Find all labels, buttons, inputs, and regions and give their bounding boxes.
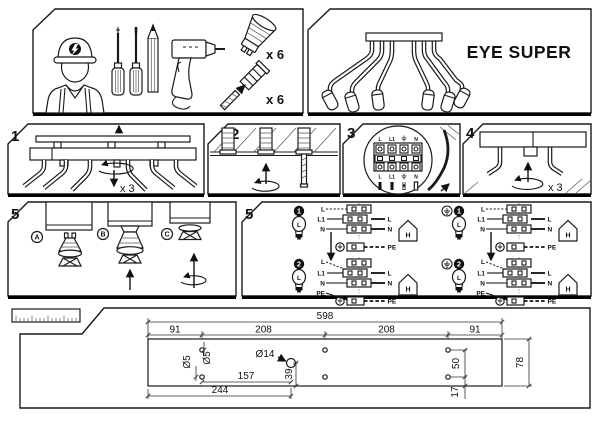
step-number: 5 [11,206,19,223]
dim-dia5-b: Ø5 [202,351,213,365]
wiring-group-switched [291,203,418,306]
panel-step-4: 4 x 3 [462,123,592,197]
earth-circle-icon [442,259,452,269]
anchor-right-with-screw [295,127,313,188]
plate-holes [199,347,451,380]
panel-kit-border [32,8,304,114]
rotate-arrow-icon [251,177,280,192]
step-3-drawing: L L1 N L L1 N [363,125,460,195]
step-1-drawing [22,124,198,192]
dim-91-left: 91 [169,325,181,336]
rotate-arrow-icon [180,271,207,286]
dim-39: 39 [284,368,295,380]
step-number: 3 [347,125,355,142]
dim-208-left: 208 [255,325,272,336]
bulb-step-b [116,225,144,290]
step-4-drawing [464,131,591,194]
step-number: 1 [11,128,19,145]
label-b: B [96,227,110,241]
label-a-letter: A [34,235,39,242]
earth-circle-icon [442,206,452,216]
rotate-arrow-icon [98,159,134,175]
screwdriver-flat-icon [129,27,143,96]
pencil-icon [147,23,159,93]
bulb-step-c [178,224,207,288]
panel-kit: x 6 x 6 [32,8,304,116]
panel-step-3: 3 L L1 N L L1 N [342,123,461,197]
drill-icon [171,39,225,110]
dim-total: 598 [317,311,334,322]
lightning-bolt-icon [71,44,79,55]
step-number: 4 [466,125,475,142]
spot-head-b [107,201,153,227]
dim-78: 78 [515,357,526,369]
step-2-drawing [210,127,338,192]
label-c: C [160,227,174,241]
panel-step-5a: 5 A B C [7,201,237,299]
step-badge-2 [453,258,465,270]
terminal-label-l1-top: L1 [389,137,395,143]
dim-17: 17 [450,386,461,398]
panel-step-2: 2 [207,123,341,197]
gu10-bulb-icon [240,13,277,57]
terminal-label-n-top: N [414,137,418,143]
dim-91-right: 91 [469,325,481,336]
dim-dia5-a: Ø5 [182,355,193,369]
label-b-letter: B [100,232,105,239]
mains-cable [427,129,450,192]
terminal-label-l-top: L [378,137,381,143]
anchor-left [219,127,237,155]
wall-plug-icon [219,59,271,111]
panel-step-5b: 5 [241,201,592,306]
step-number: 5 [245,206,253,223]
terminal-block: L L1 N L L1 N [373,135,423,191]
dim-157: 157 [238,371,255,382]
anchor-qty-label: x 6 [266,92,284,107]
dim-244: 244 [212,385,229,396]
spot-head-a [45,201,93,231]
panel-step-1: 1 x 3 [7,123,205,197]
product-title: EYE SUPER [467,42,572,62]
step-badge-1 [293,205,305,217]
installer-icon [45,37,105,114]
dimension-labels: 598 91 208 208 91 Ø5 Ø5 Ø14 157 244 39 5… [169,311,526,398]
dim-dia14: Ø14 [256,349,275,360]
terminal-label-l-bottom: L [378,175,381,181]
screwdriver-phillips-icon [111,27,125,96]
cable-arrow-icon [440,183,450,193]
step-badge-2 [293,258,305,270]
terminal-label-n-bottom: N [414,175,418,181]
screw-count-label: x 3 [120,183,135,195]
bulb-qty-label: x 6 [266,47,284,62]
dim-50: 50 [451,358,462,370]
fixture-drawing [321,32,471,113]
panel-dimensions: 598 91 208 208 91 Ø5 Ø5 Ø14 157 244 39 5… [11,307,591,409]
screw-count-label: x 3 [548,182,563,194]
terminal-label-l1-bottom: L1 [389,175,395,181]
dim-208-right: 208 [378,325,395,336]
anchor-middle [251,127,280,192]
dimension-lines [145,318,532,399]
label-c-letter: C [164,232,169,239]
step-badge-1 [453,205,465,217]
panel-product: EYE SUPER [307,8,592,116]
bulb-step-a [57,232,83,267]
ruler-icon [11,308,81,323]
label-a: A [30,230,44,244]
rotate-arrow-icon [511,175,544,190]
wiring-group-earthed [442,203,577,306]
step-number: 2 [231,126,239,143]
spot-head-c [169,201,211,224]
